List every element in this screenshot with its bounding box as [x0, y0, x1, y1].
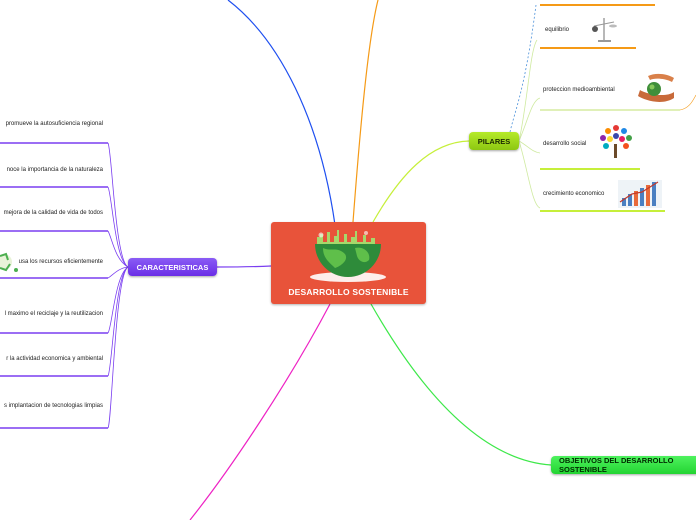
- hands-globe-icon: [638, 73, 674, 102]
- central-node[interactable]: DESARROLLO SOSTENIBLE: [271, 222, 426, 304]
- pilares-dashed-link: [509, 4, 537, 133]
- caracteristica-autosuficiencia[interactable]: promueve la autosuficiencia regional: [5, 121, 103, 127]
- caracteristica-calidad-vida[interactable]: mejora de la calidad de vida de todos: [3, 210, 103, 216]
- pilar-equilibrio[interactable]: equilibrio: [545, 27, 570, 33]
- pilares-line-equilibrio: [518, 39, 538, 142]
- caracteristica-naturaleza[interactable]: noce la importancia de la naturaleza: [6, 167, 103, 173]
- pilares-node[interactable]: PILARES: [469, 132, 519, 150]
- people-tree-icon: [600, 125, 632, 158]
- caracteristica-reciclaje[interactable]: l maximo el reciclaje y la reutilizacion: [4, 311, 103, 317]
- branch-caracteristicas: [216, 265, 272, 268]
- branch-magenta: [189, 303, 331, 520]
- objetivos-node[interactable]: OBJETIVOS DEL DESARROLLO SOSTENIBLE: [551, 456, 696, 474]
- caracteristica-actividad[interactable]: r la actividad economica y ambiental: [6, 356, 103, 362]
- balance-scale-icon: [592, 18, 617, 42]
- branch-orange: [352, 0, 379, 223]
- earth-icon: [310, 230, 386, 282]
- pilar-crecimiento-economico[interactable]: crecimiento economico: [543, 191, 605, 197]
- growth-chart-icon: [618, 180, 662, 208]
- right-faint-link: [679, 94, 696, 111]
- central-title: DESARROLLO SOSTENIBLE: [288, 287, 409, 297]
- pilares-line-social: [518, 140, 541, 154]
- caracteristica-recursos[interactable]: usa los recursos eficientemente: [18, 259, 103, 265]
- branch-pilares: [372, 140, 470, 223]
- recycle-icon: [0, 252, 18, 272]
- caracteristica-tecnologias[interactable]: s implantacion de tecnologias limpias: [3, 403, 103, 409]
- pilar-proteccion-medioambiental[interactable]: proteccion medioambiental: [543, 87, 615, 93]
- branch-objetivos: [370, 303, 552, 466]
- pilar-desarrollo-social[interactable]: desarrollo social: [543, 141, 587, 147]
- caracteristicas-node[interactable]: CARACTERISTICAS: [128, 258, 217, 276]
- pilares-line-crecimiento: [518, 140, 541, 209]
- pilares-line-proteccion: [518, 97, 541, 142]
- branch-blue: [227, 0, 336, 226]
